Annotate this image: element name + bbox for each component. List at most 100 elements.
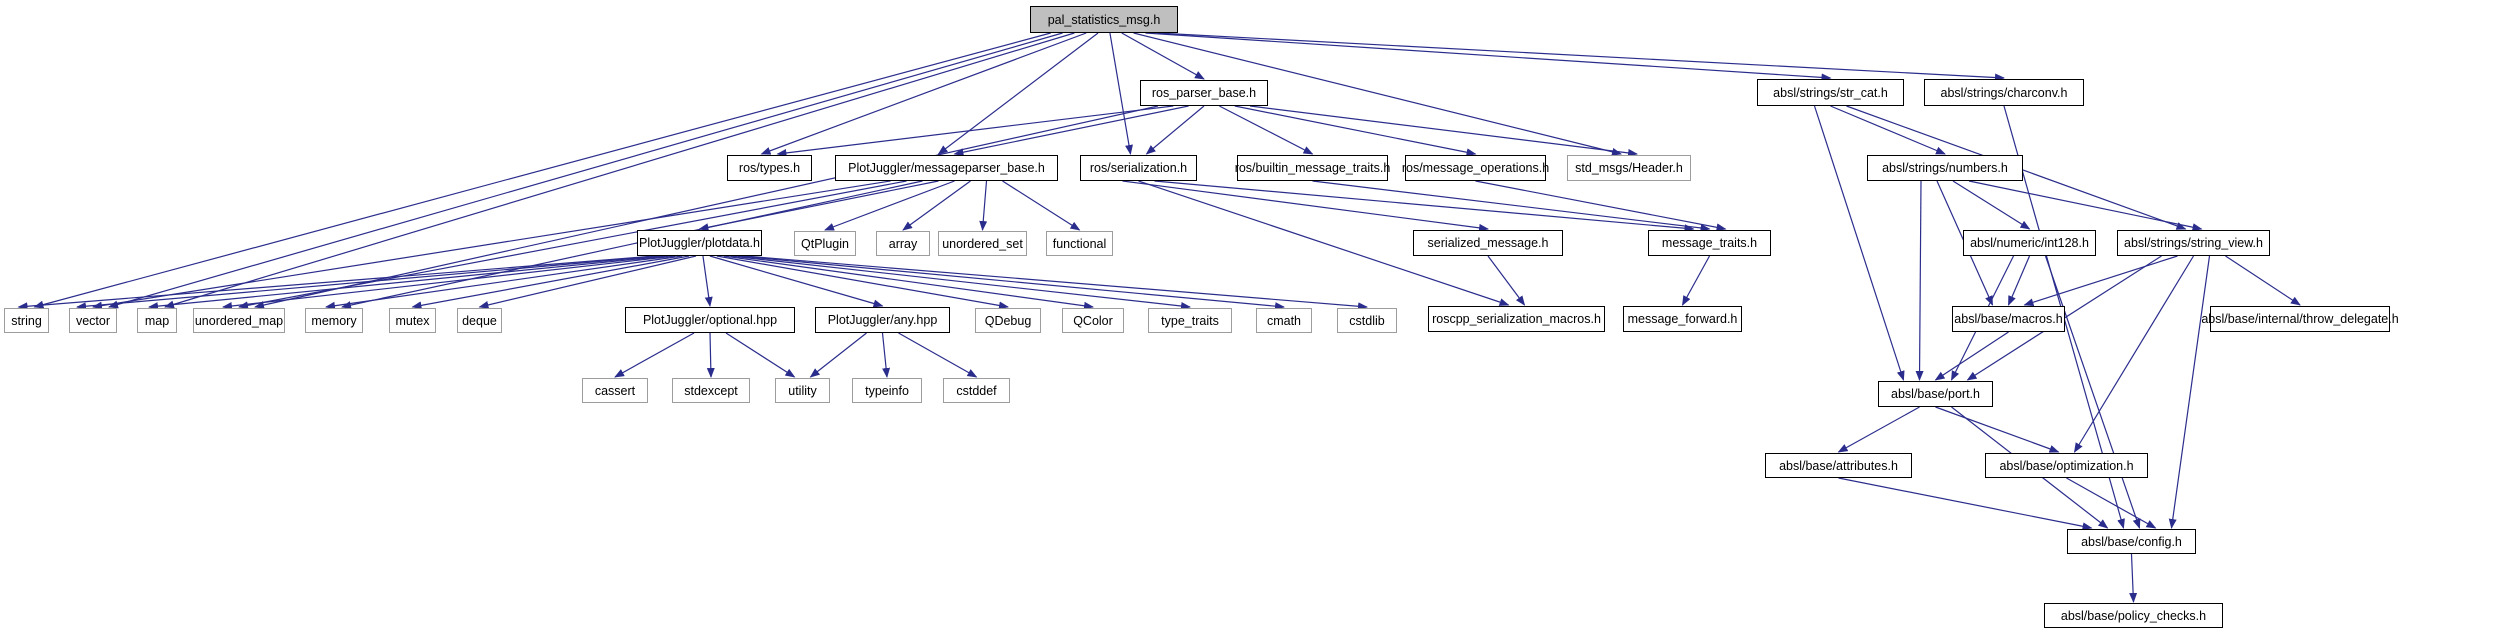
graph-node-absl_strings_numbers_h[interactable]: absl/strings/numbers.h <box>1867 155 2023 181</box>
graph-edge <box>1109 32 1133 155</box>
graph-node-absl_base_port_h[interactable]: absl/base/port.h <box>1878 381 1993 407</box>
graph-node-absl_base_attributes_h[interactable]: absl/base/attributes.h <box>1765 453 1912 478</box>
graph-edge <box>614 332 695 378</box>
graph-node-cmath: cmath <box>1256 308 1312 333</box>
graph-edge <box>2225 255 2301 306</box>
graph-node-array: array <box>876 231 930 256</box>
graph-edge <box>1968 180 2203 232</box>
graph-edge <box>824 180 955 231</box>
graph-edge <box>737 255 1285 311</box>
graph-node-qtplugin: QtPlugin <box>794 231 856 256</box>
graph-node-qcolor: QColor <box>1062 308 1124 333</box>
graph-node-ros_types_h[interactable]: ros/types.h <box>727 155 812 181</box>
graph-edge <box>1837 406 1920 453</box>
graph-node-roscpp_serialization_macros_h[interactable]: roscpp_serialization_macros.h <box>1428 306 1605 332</box>
graph-node-ros_builtin_message_traits_h[interactable]: ros/builtin_message_traits.h <box>1235 155 1390 181</box>
graph-edge <box>1830 105 1946 155</box>
graph-node-unordered_set: unordered_set <box>938 231 1027 256</box>
graph-node-ros_message_operations_h[interactable]: ros/message_operations.h <box>1402 155 1549 181</box>
graph-node-absl_strings_str_cat_h[interactable]: absl/strings/str_cat.h <box>1757 79 1904 106</box>
graph-edge <box>148 255 669 311</box>
graph-edge <box>1681 255 1711 306</box>
graph-node-message_traits_h[interactable]: message_traits.h <box>1648 230 1771 256</box>
graph-edge <box>744 255 1368 311</box>
graph-node-stdexcept: stdexcept <box>672 378 750 403</box>
graph-edge <box>760 32 1087 155</box>
graph-edge <box>2168 255 2211 529</box>
graph-node-map: map <box>137 308 177 333</box>
graph-node-message_forward_h[interactable]: message_forward.h <box>1623 306 1742 332</box>
graph-edge <box>1234 105 1477 157</box>
graph-edge <box>108 32 1063 309</box>
graph-edge <box>2066 477 2157 529</box>
graph-edge <box>1813 105 1905 381</box>
graph-edge <box>164 32 1075 309</box>
graph-edge <box>1934 331 2009 381</box>
graph-node-absl_base_internal_throw_delegate_h[interactable]: absl/base/internal/throw_delegate.h <box>2201 306 2399 332</box>
graph-edge <box>92 180 891 310</box>
graph-edge <box>478 255 697 309</box>
graph-edge <box>222 255 676 310</box>
graph-node-vector: vector <box>69 308 117 333</box>
graph-edge <box>709 255 884 308</box>
graph-node-absl_base_optimization_h[interactable]: absl/base/optimization.h <box>1985 453 2148 478</box>
graph-node-pal_statistics_msg_h[interactable]: pal_statistics_msg.h <box>1030 6 1178 33</box>
graph-edge <box>1154 180 1695 233</box>
graph-edge <box>2007 255 2031 306</box>
graph-edge <box>716 255 1009 310</box>
graph-node-utility: utility <box>775 378 830 403</box>
graph-node-ros_parser_base_h[interactable]: ros_parser_base.h <box>1140 80 1268 106</box>
graph-edge <box>1250 105 1638 157</box>
graph-edge <box>1145 105 1205 155</box>
graph-edge <box>76 255 662 311</box>
graph-edge <box>325 255 683 310</box>
graph-node-cstdlib: cstdlib <box>1337 308 1397 333</box>
graph-edge <box>341 180 923 309</box>
graph-edge <box>776 105 1174 157</box>
graph-edge <box>1121 32 1205 80</box>
graph-edge <box>1133 32 1622 156</box>
graph-edge <box>1122 180 1489 232</box>
graph-node-absl_strings_string_view_h[interactable]: absl/strings/string_view.h <box>2117 230 2270 256</box>
graph-edge <box>1157 32 2005 82</box>
graph-edge <box>1138 180 1510 306</box>
graph-node-functional: functional <box>1046 231 1113 256</box>
graph-node-ros_serialization_h[interactable]: ros/serialization.h <box>1080 155 1197 181</box>
graph-node-serialized_message_h[interactable]: serialized_message.h <box>1413 230 1563 256</box>
graph-edge <box>730 255 1191 310</box>
graph-node-absl_base_policy_checks_h[interactable]: absl/base/policy_checks.h <box>2044 603 2223 628</box>
graph-node-absl_base_macros_h[interactable]: absl/base/macros.h <box>1952 306 2065 332</box>
graph-node-memory: memory <box>305 308 363 333</box>
graph-node-typeinfo: typeinfo <box>852 378 922 403</box>
graph-edge <box>1475 180 1727 232</box>
graph-edge <box>33 32 1051 309</box>
graph-edge <box>17 255 655 311</box>
graph-edge <box>254 105 1159 309</box>
graph-node-absl_numeric_int128_h[interactable]: absl/numeric/int128.h <box>1963 230 2096 256</box>
graph-edge <box>898 332 978 378</box>
graph-edge <box>2073 255 2195 453</box>
graph-node-absl_strings_charconv_h[interactable]: absl/strings/charconv.h <box>1924 79 2084 106</box>
graph-node-string: string <box>4 308 49 333</box>
graph-edge <box>1219 105 1314 155</box>
graph-edge <box>725 332 796 378</box>
graph-node-plotjuggler_any_hpp[interactable]: PlotJuggler/any.hpp <box>815 307 950 333</box>
graph-edge <box>902 180 971 231</box>
graph-node-absl_base_config_h[interactable]: absl/base/config.h <box>2067 529 2196 554</box>
graph-edge <box>702 255 713 307</box>
graph-edge <box>937 32 1099 155</box>
graph-edge <box>1312 180 1711 232</box>
graph-edge <box>1002 180 1081 231</box>
graph-node-plotjuggler_plotdata_h[interactable]: PlotJuggler/plotdata.h <box>637 230 762 256</box>
graph-node-mutex: mutex <box>389 308 436 333</box>
graph-edge <box>723 255 1094 310</box>
graph-edge <box>2044 255 2141 529</box>
graph-edge <box>1915 180 1924 381</box>
graph-edge <box>238 180 907 310</box>
graph-edge <box>1145 32 1832 82</box>
graph-edge <box>809 332 867 378</box>
graph-node-plotjuggler_optional_hpp[interactable]: PlotJuggler/optional.hpp <box>625 307 795 333</box>
graph-node-plotjuggler_messageparser_base_h[interactable]: PlotJuggler/messageparser_base.h <box>835 155 1058 181</box>
